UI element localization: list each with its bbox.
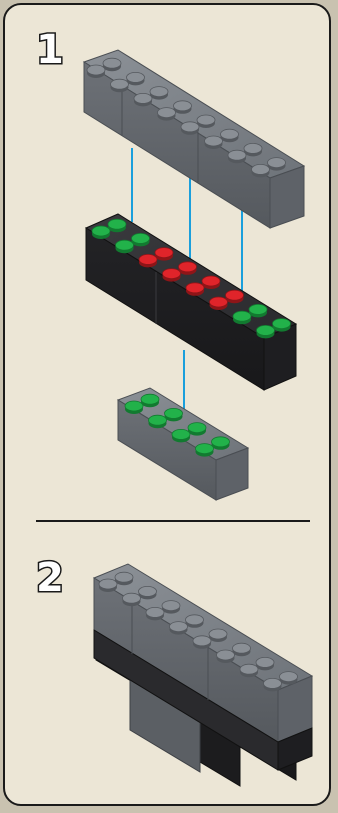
stud — [196, 114, 216, 126]
stud — [232, 642, 251, 654]
step-number-1: 1 — [35, 27, 66, 73]
stud — [216, 649, 235, 661]
stud — [211, 436, 230, 448]
stud — [115, 239, 134, 251]
assembled-studs — [98, 571, 298, 692]
stud — [138, 586, 157, 597]
stud — [133, 93, 153, 104]
stud — [145, 607, 165, 618]
stud — [195, 443, 214, 455]
stud — [114, 571, 134, 583]
stud — [248, 303, 268, 315]
step-divider — [36, 520, 310, 522]
stud — [140, 393, 160, 405]
step-number-2: 2 — [35, 555, 66, 601]
stud — [279, 671, 298, 682]
gray-brick-small — [116, 387, 250, 501]
stud — [102, 57, 122, 69]
stud — [204, 135, 223, 147]
stud — [209, 296, 228, 308]
stud — [178, 261, 197, 273]
stud — [251, 163, 270, 175]
stud — [220, 128, 239, 140]
stud — [161, 600, 181, 611]
stud — [122, 592, 141, 604]
stud — [164, 407, 183, 419]
stud — [154, 247, 174, 259]
stud — [131, 232, 150, 244]
stud — [171, 428, 191, 440]
stud — [107, 218, 127, 230]
stud — [267, 157, 286, 169]
stud — [169, 621, 188, 632]
stud — [110, 78, 129, 90]
stud — [263, 678, 282, 689]
stud — [138, 253, 158, 265]
stud — [148, 414, 167, 426]
stud — [173, 100, 192, 112]
stud — [256, 324, 275, 336]
stud — [243, 142, 263, 154]
stud — [91, 225, 111, 237]
gray-brick-top — [82, 49, 306, 229]
stud — [225, 289, 244, 301]
stud — [255, 657, 275, 668]
black-brick-middle — [84, 213, 298, 391]
stud — [124, 400, 144, 412]
stud — [98, 578, 118, 590]
stud — [208, 628, 228, 640]
stud — [201, 275, 221, 287]
stud — [192, 635, 212, 647]
stud — [185, 614, 204, 626]
gray-studs — [86, 57, 286, 178]
stud — [185, 282, 205, 294]
stud — [239, 663, 259, 675]
stud — [162, 268, 181, 280]
colored-studs — [91, 218, 291, 339]
stud — [126, 72, 145, 83]
small-brick-studs — [124, 393, 230, 457]
stud — [86, 64, 106, 76]
stud — [227, 149, 247, 161]
stud — [180, 121, 200, 133]
stud — [157, 107, 176, 118]
stud — [187, 422, 207, 434]
assembled-model — [92, 563, 314, 787]
stud — [232, 310, 252, 322]
stud — [149, 86, 169, 97]
stud — [272, 318, 291, 330]
